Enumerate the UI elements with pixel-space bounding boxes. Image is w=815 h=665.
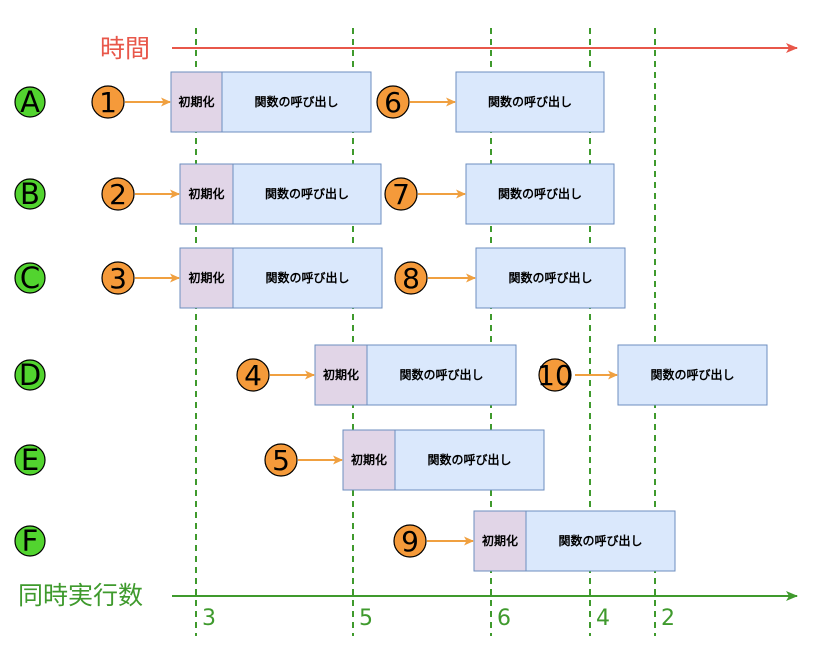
invocation: 8 関数の呼び出し: [394, 247, 626, 309]
process-row: E 5 初期化 関数の呼び出し: [14, 429, 545, 491]
process-row: A 1 初期化 関数の呼び出し 6 関数の呼び出し: [14, 71, 605, 133]
concurrency-tick: 5: [359, 606, 373, 631]
row-label: E: [21, 443, 39, 477]
call-label: 関数の呼び出し: [399, 367, 483, 382]
time-axis-title: 時間: [100, 34, 150, 63]
row-label: F: [22, 524, 39, 558]
call-label: 関数の呼び出し: [265, 270, 349, 285]
row-label: C: [20, 261, 40, 295]
invocation: 2 初期化 関数の呼び出し: [101, 163, 382, 225]
init-box: [170, 71, 223, 133]
init-label: 初期化: [188, 270, 224, 285]
invocation: 4 初期化 関数の呼び出し: [236, 344, 517, 406]
call-label: 関数の呼び出し: [498, 186, 582, 201]
init-box: [473, 510, 527, 572]
call-box: [465, 163, 615, 225]
row-label: B: [20, 177, 40, 211]
call-label: 関数の呼び出し: [558, 533, 642, 548]
call-label: 関数の呼び出し: [427, 452, 511, 467]
row-badge: [14, 262, 46, 294]
concurrency-tick: 2: [661, 606, 675, 631]
call-box: [525, 510, 676, 572]
call-box: [617, 344, 768, 406]
step-number: 2: [109, 178, 127, 211]
process-row: C 3 初期化 関数の呼び出し 8 関数の呼び出し: [14, 247, 626, 309]
call-label: 関数の呼び出し: [488, 94, 572, 109]
call-label: 関数の呼び出し: [265, 186, 349, 201]
invocation: 1 初期化 関数の呼び出し: [91, 71, 372, 133]
step-number: 1: [99, 86, 117, 119]
concurrency-axis: 同時実行数: [18, 581, 798, 610]
row-badge: [14, 444, 46, 476]
step-number: 5: [272, 444, 290, 477]
step-number: 3: [109, 262, 127, 295]
row-badge: [14, 525, 46, 557]
step-badge: [101, 261, 135, 295]
row-badge: [14, 178, 46, 210]
process-row: B 2 初期化 関数の呼び出し 7 関数の呼び出し: [14, 163, 615, 225]
init-box: [179, 247, 234, 309]
init-box: [314, 344, 368, 406]
step-number: 4: [244, 359, 262, 392]
init-box: [179, 163, 234, 225]
invocation: 6 関数の呼び出し: [376, 71, 605, 133]
invocation: 5 初期化 関数の呼び出し: [264, 429, 545, 491]
process-row: F 9 初期化 関数の呼び出し: [14, 510, 676, 572]
invocation: 7 関数の呼び出し: [384, 163, 615, 225]
concurrency-tick: 4: [596, 606, 610, 631]
step-badge: [393, 524, 427, 558]
step-number: 7: [392, 178, 410, 211]
row-label: A: [20, 85, 40, 119]
init-label: 初期化: [178, 94, 214, 109]
invocation: 3 初期化 関数の呼び出し: [101, 247, 383, 309]
step-badge: [394, 261, 428, 295]
row-badge: [14, 359, 46, 391]
concurrency-tick: 3: [202, 606, 216, 631]
time-axis: 時間: [100, 34, 798, 63]
row-badge: [14, 86, 46, 118]
call-box: [455, 71, 605, 133]
concurrency-axis-title: 同時実行数: [18, 581, 143, 610]
step-number: 8: [402, 262, 420, 295]
step-badge: [91, 85, 125, 119]
init-label: 初期化: [482, 533, 518, 548]
invocation: 9 初期化 関数の呼び出し: [393, 510, 676, 572]
init-label: 初期化: [351, 452, 387, 467]
concurrency-ticks: 3 5 6 4 2: [202, 606, 675, 631]
step-badge: [384, 177, 418, 211]
call-label: 関数の呼び出し: [650, 367, 734, 382]
call-label: 関数の呼び出し: [508, 270, 592, 285]
step-number: 6: [384, 86, 402, 119]
call-label: 関数の呼び出し: [254, 94, 338, 109]
call-box: [232, 163, 382, 225]
step-badge: [236, 358, 270, 392]
init-label: 初期化: [188, 186, 224, 201]
step-badge: [538, 358, 572, 392]
step-number: 10: [537, 359, 573, 392]
call-box: [232, 247, 383, 309]
process-row: D 4 初期化 関数の呼び出し 10 関数の呼び出し: [14, 344, 768, 406]
concurrency-tick: 6: [497, 606, 511, 631]
call-box: [475, 247, 626, 309]
step-badge: [376, 85, 410, 119]
call-box: [366, 344, 517, 406]
row-label: D: [19, 358, 41, 392]
invocation: 10 関数の呼び出し: [537, 344, 768, 406]
step-badge: [264, 443, 298, 477]
call-box: [221, 71, 372, 133]
step-badge: [101, 177, 135, 211]
step-number: 9: [401, 525, 419, 558]
init-label: 初期化: [323, 367, 359, 382]
call-box: [394, 429, 545, 491]
